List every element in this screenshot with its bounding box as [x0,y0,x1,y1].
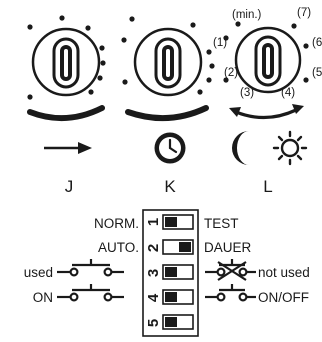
dial-k-knob[interactable] [133,27,203,97]
dial-l-double-arrow [229,104,304,120]
sun-icon [272,130,308,166]
switch-2[interactable] [162,239,194,255]
switch-number-1: 1 [145,218,162,226]
dial-l-knob[interactable] [234,26,302,94]
dial-k-sweep-arc [125,105,209,122]
switch-4-slider [165,292,177,302]
dial-j-knob[interactable] [31,27,101,97]
switch-number-2: 2 [145,244,162,252]
right-arrow-icon [44,142,92,154]
switch-3[interactable] [162,264,194,280]
label-on-off: ON/OFF [258,290,309,305]
scale-3: (3) [240,87,254,99]
dial-k-label: K [164,177,176,196]
dial-l-ticks [223,21,309,83]
switch-5[interactable] [162,314,194,330]
open-contact-icon-on-off [205,284,256,302]
switch-5-slider [165,317,177,327]
label-auto: AUTO. [98,240,139,255]
switch-4[interactable] [162,289,194,305]
switch-1-slider [165,217,177,227]
scale-4: (4) [281,87,295,99]
switch-numbers: 1 2 3 4 5 [145,218,162,327]
open-contact-icon-used [57,259,124,277]
open-contact-icon-on [57,284,124,302]
switch-1[interactable] [162,214,194,230]
dial-j-sweep-arc [27,105,105,122]
switch-3-slider [165,267,177,277]
dial-j-ticks [27,15,106,100]
dip-switch-block: 1 2 3 4 5 NORM. AUTO. used [24,209,310,337]
dial-l-label: L [263,177,272,196]
dial-j: J [27,15,106,196]
dial-l-scale: (min.) (7) (1) (6 (2) (5 (3) (4) [213,7,322,99]
label-norm: NORM. [94,216,139,231]
scale-2: (2) [224,67,238,79]
dial-k: K [121,16,215,196]
scale-5: (5 [312,67,322,79]
switch-number-5: 5 [145,319,162,327]
label-on: ON [33,290,53,305]
scale-7: (7) [297,7,311,19]
dial-l: (min.) (7) (1) (6 (2) (5 (3) (4) [213,7,322,196]
switch-2-slider [179,242,191,252]
scale-1: (1) [213,37,227,49]
switch-number-3: 3 [145,269,162,277]
switch-number-4: 4 [145,293,162,302]
label-test: TEST [204,216,239,231]
crossed-contact-icon-not-used [205,259,256,281]
scale-6: (6 [312,37,322,49]
label-used: used [24,265,53,280]
crescent-moon-icon [231,131,249,166]
clock-icon [154,132,186,164]
label-dauer: DAUER [204,240,252,255]
dial-j-label: J [65,177,74,196]
dial-k-ticks [121,16,215,95]
label-not-used: not used [258,265,310,280]
scale-min: (min.) [232,9,262,21]
